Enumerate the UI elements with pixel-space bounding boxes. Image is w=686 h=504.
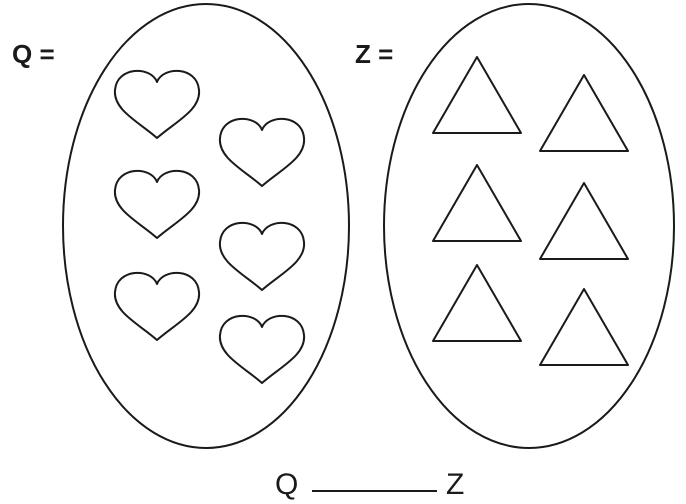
set-q-members	[113, 69, 306, 384]
comparison-right-label: Z	[446, 468, 464, 501]
set-q-label: Q =	[12, 39, 55, 69]
set-z-label: Z =	[355, 39, 393, 69]
triangle-member-2	[539, 74, 629, 152]
set-q-oval	[62, 3, 350, 449]
triangle-member-4	[539, 182, 629, 260]
heart-member-1	[113, 69, 201, 139]
heart-member-2	[218, 117, 306, 187]
comparison-left-label: Q	[275, 468, 298, 501]
triangle-member-1	[432, 56, 522, 134]
heart-member-5	[113, 271, 201, 341]
heart-member-6	[218, 314, 306, 384]
triangle-member-6	[539, 288, 629, 366]
heart-member-3	[113, 169, 201, 239]
set-z-members	[432, 56, 629, 366]
triangle-member-5	[432, 264, 522, 342]
set-z-oval	[383, 3, 675, 449]
triangle-member-3	[432, 164, 522, 242]
heart-member-4	[218, 221, 306, 291]
